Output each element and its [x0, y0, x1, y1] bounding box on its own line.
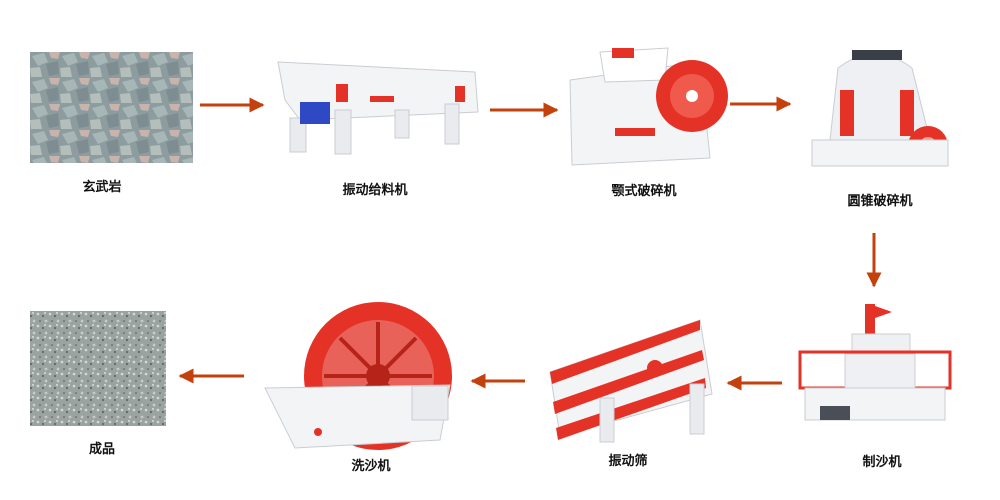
cone-crusher-machine [811, 50, 949, 167]
rock-pile-image [30, 52, 193, 163]
stage-label-jaw-crusher: 颚式破碎机 [611, 184, 677, 199]
stage-label-vibrating-feeder: 振动给料机 [342, 183, 408, 198]
jaw-crusher-machine [569, 47, 728, 166]
stage-label-vibrating-screen: 振动筛 [608, 454, 648, 469]
stage-label-finished-product: 成品 [88, 442, 116, 457]
sand-maker-machine [798, 304, 952, 421]
stage-label-cone-crusher: 圆锥破碎机 [847, 194, 913, 209]
stage-label-basalt: 玄武岩 [82, 180, 122, 195]
stage-label-sand-maker: 制沙机 [862, 455, 902, 470]
vibrating-feeder-machine [277, 61, 479, 155]
stage-label-sand-washer: 洗沙机 [351, 459, 391, 474]
sand-pile-image [30, 311, 166, 426]
sand-washer-machine [264, 302, 452, 450]
vibrating-screen-machine [549, 319, 713, 443]
